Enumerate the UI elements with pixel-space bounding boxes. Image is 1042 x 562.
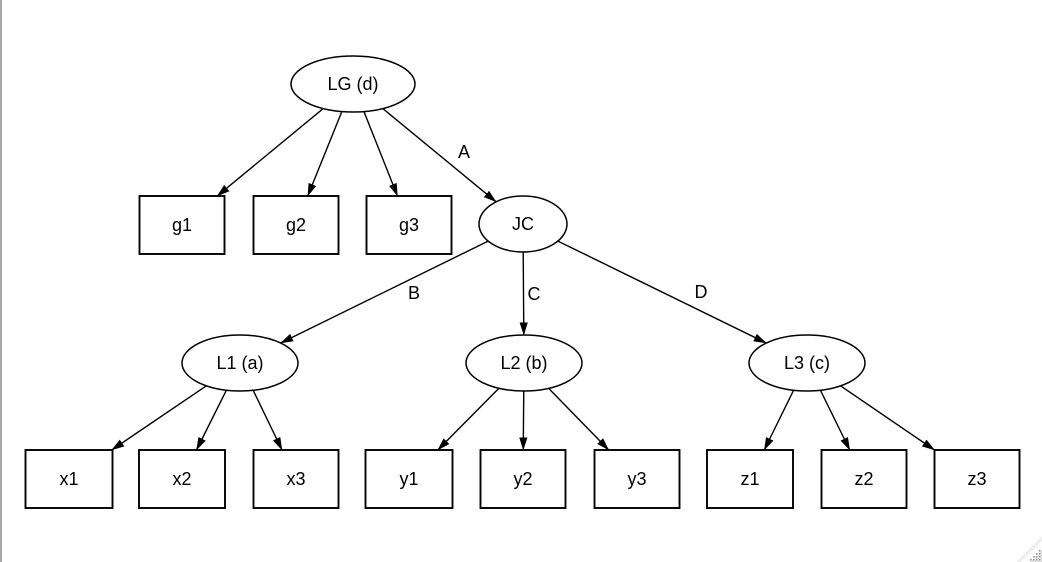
edge-label-D: D	[695, 282, 708, 302]
node-label-JC: JC	[512, 214, 534, 234]
edge-L1-x3	[252, 389, 283, 451]
node-label-x1: x1	[59, 469, 78, 489]
node-label-z2: z2	[854, 469, 873, 489]
grip-dot	[1033, 556, 1035, 558]
node-y2	[479, 449, 567, 509]
node-L3	[748, 334, 866, 392]
node-label-g2: g2	[286, 215, 306, 235]
node-label-L1: L1 (a)	[216, 353, 263, 373]
resize-grip-shade	[1016, 536, 1042, 562]
node-L2	[465, 334, 583, 392]
node-label-z1: z1	[740, 469, 759, 489]
node-L1	[181, 334, 299, 392]
node-x1	[24, 449, 114, 509]
node-label-y1: y1	[399, 469, 418, 489]
node-g2	[252, 195, 340, 255]
grip-dot-highlight	[1040, 554, 1042, 557]
node-x2	[138, 449, 226, 509]
window-left-edge	[0, 0, 2, 562]
node-z1	[706, 449, 794, 509]
grip-dot-highlight	[1037, 560, 1040, 562]
node-label-y2: y2	[513, 469, 532, 489]
node-label-L3: L3 (c)	[784, 353, 830, 373]
edge-JC-L3	[557, 240, 767, 344]
node-g3	[365, 195, 453, 255]
node-g1	[138, 195, 226, 255]
edge-L2-y3	[548, 387, 610, 451]
grip-dot-highlight	[1034, 557, 1037, 560]
node-y1	[364, 449, 454, 509]
grip-dot	[1036, 556, 1038, 558]
node-x3	[252, 449, 340, 509]
grip-dot-highlight	[1040, 557, 1042, 560]
edge-label-C: C	[528, 284, 541, 304]
edge-L3-z1	[763, 389, 795, 451]
edge-LG-g2	[307, 111, 343, 197]
grip-dot	[1039, 550, 1041, 552]
grip-dot-highlight	[1037, 557, 1040, 560]
grip-dot-highlight	[1034, 560, 1037, 562]
edge-L3-z3	[840, 385, 935, 451]
edge-L3-z2	[819, 389, 851, 451]
node-label-L2: L2 (b)	[500, 353, 547, 373]
node-JC	[478, 195, 568, 253]
grip-dot-highlight	[1040, 551, 1042, 554]
edge-LG-g1	[216, 108, 324, 197]
edge-JC-L1	[280, 240, 489, 344]
edge-label-A: A	[458, 142, 470, 162]
node-label-y3: y3	[627, 469, 646, 489]
node-label-LG: LG (d)	[327, 74, 378, 94]
node-label-x3: x3	[286, 469, 305, 489]
grip-dot-highlight	[1040, 560, 1042, 562]
grip-dot	[1039, 559, 1041, 561]
edge-L1-x2	[195, 389, 228, 451]
grip-dot	[1036, 559, 1038, 561]
edge-L2-y1	[437, 387, 500, 451]
grip-dot	[1039, 553, 1041, 555]
node-label-z3: z3	[967, 469, 986, 489]
node-label-g1: g1	[172, 215, 192, 235]
resize-grip-icon[interactable]	[1012, 532, 1042, 562]
node-z2	[820, 449, 908, 509]
grip-dot	[1030, 559, 1032, 561]
edge-label-B: B	[408, 283, 420, 303]
grip-dot	[1036, 553, 1038, 555]
edge-LG-g3	[363, 111, 399, 197]
node-LG	[290, 55, 416, 113]
edge-L1-x1	[111, 385, 207, 451]
edge-JC-L2	[519, 251, 528, 336]
grip-dot	[1039, 556, 1041, 558]
edge-LG-JC	[382, 108, 497, 203]
grip-dot-highlight	[1031, 560, 1034, 562]
node-z3	[933, 449, 1021, 509]
node-y3	[593, 449, 681, 509]
grip-dot	[1033, 559, 1035, 561]
node-label-g3: g3	[399, 215, 419, 235]
grip-dot-highlight	[1037, 554, 1040, 557]
edge-L2-y2	[519, 390, 528, 451]
node-label-x2: x2	[172, 469, 191, 489]
